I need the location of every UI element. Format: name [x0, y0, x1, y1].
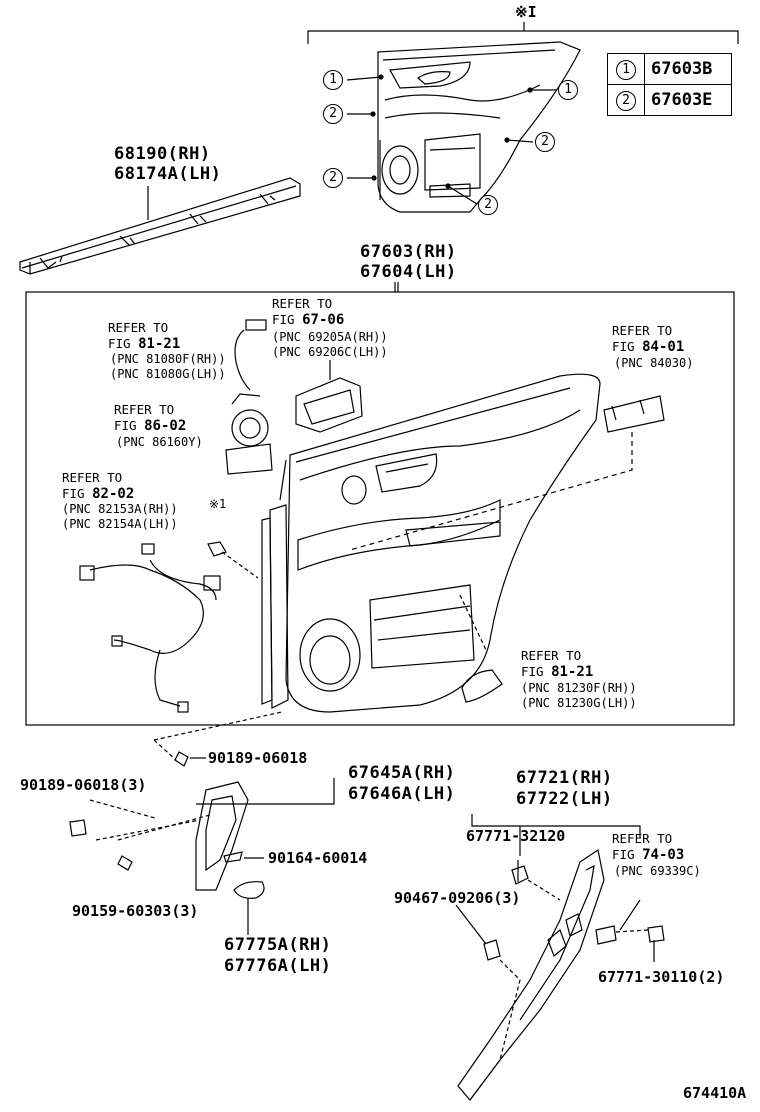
clip-90189b [69, 819, 87, 837]
label-90189-b: 90189-06018(3) [20, 776, 147, 794]
label-67721: 67721(RH) [516, 768, 613, 788]
ref-8401-line2: FIG 84-01 [612, 339, 685, 355]
main-panel-frame [25, 291, 735, 726]
label-panel-rh: 67603(RH) [360, 242, 457, 262]
ref-8121b-line2: FIG 81-21 [521, 664, 594, 680]
panel-marker: 1 [323, 70, 343, 90]
panel-marker: 2 [535, 132, 555, 152]
panel-marker: 2 [323, 104, 343, 124]
ref-7403-line1: REFER TO [612, 831, 673, 846]
cover-67775 [233, 881, 265, 899]
clip-67771b [647, 925, 665, 943]
clip-x1 [207, 541, 227, 557]
ref-8121a-line1: REFER TO [108, 320, 169, 335]
top-door-panel-illustration [377, 41, 581, 213]
courtesy-lamp [461, 669, 503, 703]
ref-8401-line1: REFER TO [612, 323, 673, 338]
label-90164: 90164-60014 [268, 849, 368, 867]
window-switch-illustration [603, 395, 665, 433]
ref-6706-line1: REFER TO [272, 296, 333, 311]
label-90159: 90159-60303(3) [72, 902, 199, 920]
legend-part-cell: 67603B [644, 53, 732, 85]
ref-8202-line3: (PNC 82153A(RH)) [62, 502, 178, 516]
ref-8401-line3: (PNC 84030) [614, 356, 694, 370]
legend-key-1: 1 [616, 60, 636, 80]
ref-8202-line4: (PNC 82154A(LH)) [62, 517, 178, 531]
pull-bracket-illustration [195, 781, 249, 891]
header-note: ※I [515, 3, 537, 21]
top-bracket-line [307, 30, 739, 44]
label-67771-a: 67771-32120 [466, 827, 566, 845]
clip-90189a [174, 751, 189, 767]
ref-8202-line2: FIG 82-02 [62, 486, 135, 502]
ref-8121b-line1: REFER TO [521, 648, 582, 663]
ref-8121a-line2: FIG 81-21 [108, 336, 181, 352]
screw-90159 [117, 855, 133, 871]
label-panel-lh: 67604(LH) [360, 262, 457, 282]
ref-7403-line2: FIG 74-03 [612, 847, 685, 863]
label-90467: 90467-09206(3) [394, 889, 521, 907]
figure-code: 674410A [683, 1084, 747, 1102]
screw-90164 [223, 851, 243, 863]
legend-part-cell: 67603E [644, 84, 732, 116]
panel-marker: 2 [478, 195, 498, 215]
legend-key-2: 2 [616, 91, 636, 111]
label-67645: 67645A(RH) [348, 763, 456, 783]
ref-8121a-line3: (PNC 81080F(RH)) [110, 352, 226, 366]
legend-key-cell: 1 [607, 53, 645, 85]
wire-harness-illustration [79, 543, 221, 713]
label-67771-b: 67771-30110(2) [598, 968, 725, 986]
clip-90467 [483, 939, 501, 961]
main-door-panel-illustration [261, 373, 601, 713]
switch-cable [234, 329, 251, 391]
legend-row: 2 67603E [607, 84, 732, 116]
ref-6706-line2: FIG 67-06 [272, 312, 345, 328]
speaker-illustration [225, 393, 273, 475]
ref-8602-line2: FIG 86-02 [114, 418, 187, 434]
label-67646: 67646A(LH) [348, 784, 456, 804]
ref-8121b-line3: (PNC 81230F(RH)) [521, 681, 637, 695]
legend-table: 1 67603B 2 67603E [607, 53, 732, 116]
ref-7403-line3: (PNC 69339C) [614, 864, 701, 878]
ref-8202-line1: REFER TO [62, 470, 123, 485]
inner-handle-illustration [295, 360, 363, 433]
label-67722: 67722(LH) [516, 789, 613, 809]
door-rail-illustration [19, 177, 301, 275]
legend-row: 1 67603B [607, 53, 732, 85]
lower-trim-illustration [457, 849, 605, 1101]
label-90189-a: 90189-06018 [208, 749, 308, 767]
legend-key-cell: 2 [607, 84, 645, 116]
label-rail-rh: 68190(RH) [114, 144, 211, 164]
ref-6706-line4: (PNC 69206C(LH)) [272, 345, 388, 359]
panel-marker: 1 [558, 80, 578, 100]
ref-8121a-line4: (PNC 81080G(LH)) [110, 367, 226, 381]
ref-8121b-line4: (PNC 81230G(LH)) [521, 696, 637, 710]
ref-6706-line3: (PNC 69205A(RH)) [272, 330, 388, 344]
ref-8602-line1: REFER TO [114, 402, 175, 417]
panel-marker: 2 [323, 168, 343, 188]
label-rail-lh: 68174A(LH) [114, 164, 222, 184]
pad-69339 [595, 925, 617, 945]
label-67776: 67776A(LH) [224, 956, 332, 976]
clip-67771a [511, 865, 529, 885]
label-67775: 67775A(RH) [224, 935, 332, 955]
ref-8602-line3: (PNC 86160Y) [116, 435, 203, 449]
note-x1: ※1 [209, 497, 227, 511]
